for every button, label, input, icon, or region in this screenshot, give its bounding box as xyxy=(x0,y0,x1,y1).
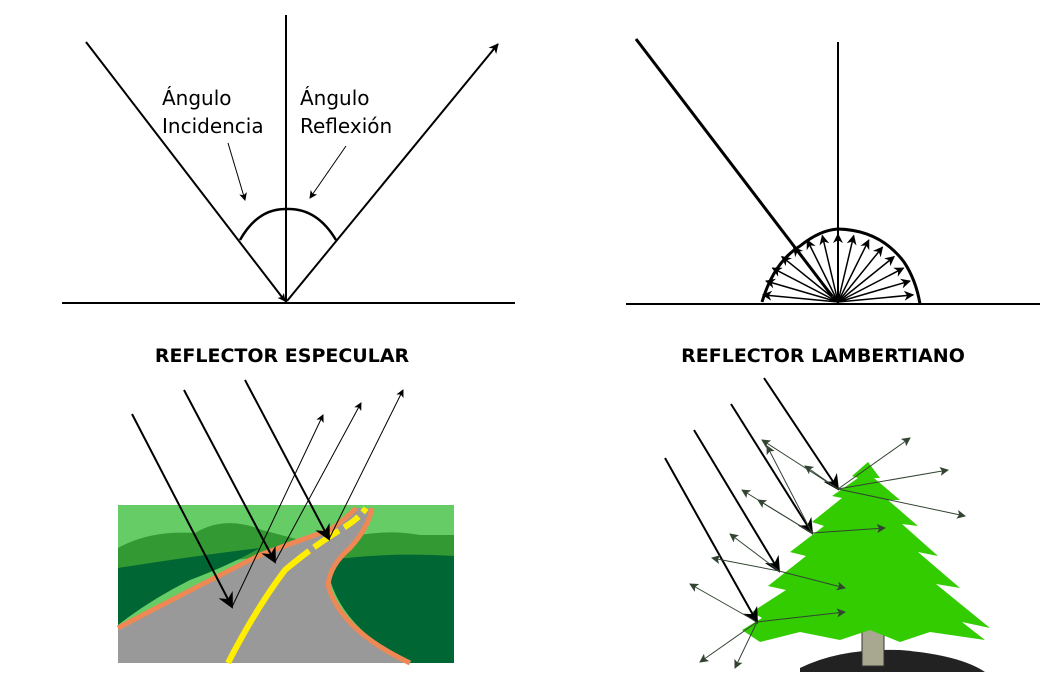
road-reflected-ray-3 xyxy=(328,389,404,540)
scatter-ray xyxy=(837,255,895,303)
scatter-ray xyxy=(837,234,857,303)
specular-diagram: Ángulo Incidencia Ángulo Reflexión REFLE… xyxy=(62,15,515,367)
tree-incident-ray-1 xyxy=(664,457,758,624)
scatter-ray xyxy=(819,234,839,303)
reflection-label-line-1: Ángulo xyxy=(300,86,370,110)
scatter-ray xyxy=(837,267,905,303)
incidence-label-line-2: Incidencia xyxy=(162,114,264,138)
tree-scatter-ray-group xyxy=(689,437,966,669)
tree-incident-ray-group xyxy=(664,377,840,624)
tree-incident-ray-4 xyxy=(763,377,840,491)
reflection-label-line-2: Reflexión xyxy=(300,114,392,138)
road-reflected-ray-2 xyxy=(274,402,362,563)
road-center-line xyxy=(225,506,369,665)
right-hills xyxy=(336,532,454,560)
tree-scatter-ray xyxy=(778,570,846,591)
scatter-ray xyxy=(837,278,911,303)
scatter-ray xyxy=(837,246,884,303)
ground-shadow xyxy=(800,649,985,672)
incidence-pointer-arrow xyxy=(227,142,247,201)
tree-incident-ray-3 xyxy=(730,403,814,535)
incident-ray xyxy=(85,41,286,302)
reflection-pointer-arrow xyxy=(309,145,347,199)
lambertian-lobe xyxy=(760,227,922,305)
scatter-ray-group xyxy=(761,233,915,303)
scatter-ray xyxy=(761,290,839,303)
tree-canopy xyxy=(742,462,990,642)
incidence-label-line-1: Ángulo xyxy=(162,86,232,110)
scatter-ray xyxy=(837,239,870,303)
right-field xyxy=(330,554,454,663)
road-incident-ray-3 xyxy=(244,379,330,541)
angle-arc xyxy=(238,207,338,241)
road-right-edge xyxy=(325,507,412,666)
tree-scatter-ray xyxy=(766,445,813,534)
tree-scatter-ray xyxy=(804,465,839,490)
scatter-ray xyxy=(771,267,839,303)
tree-scatter-ray xyxy=(837,466,949,490)
scatter-ray xyxy=(792,246,839,303)
lambertian-title: REFLECTOR LAMBERTIANO xyxy=(681,345,965,367)
road-reflected-ray-1 xyxy=(231,414,324,608)
scatter-ray xyxy=(781,255,839,303)
tree-scatter-ray xyxy=(811,524,886,534)
tree-incident-ray-2 xyxy=(693,429,781,573)
reflected-ray xyxy=(286,43,499,302)
specular-title: REFLECTOR ESPECULAR xyxy=(155,345,410,367)
scatter-ray xyxy=(806,239,839,303)
tree-illustration xyxy=(664,377,990,672)
road-illustration xyxy=(116,379,454,666)
road-surface xyxy=(118,508,410,663)
road-incident-ray-2 xyxy=(183,389,276,564)
lambertian-diagram: REFLECTOR LAMBERTIANO xyxy=(626,38,1040,367)
road-left-edge xyxy=(116,506,358,631)
left-field xyxy=(118,548,260,625)
tree-scatter-ray xyxy=(761,439,839,490)
tree-scatter-ray xyxy=(699,621,758,663)
tree-scatter-ray xyxy=(711,555,780,572)
tree-scatter-ray xyxy=(837,488,966,519)
tree-scatter-ray xyxy=(757,499,813,534)
tree-scatter-ray xyxy=(729,533,780,572)
scatter-ray xyxy=(765,278,839,303)
tree-scatter-ray xyxy=(734,621,758,669)
tree-scatter-ray xyxy=(756,608,846,623)
scatter-ray xyxy=(837,290,915,303)
tree-scatter-ray xyxy=(837,437,911,490)
tree-scatter-ray xyxy=(689,583,758,623)
road-incident-ray-1 xyxy=(131,413,233,609)
